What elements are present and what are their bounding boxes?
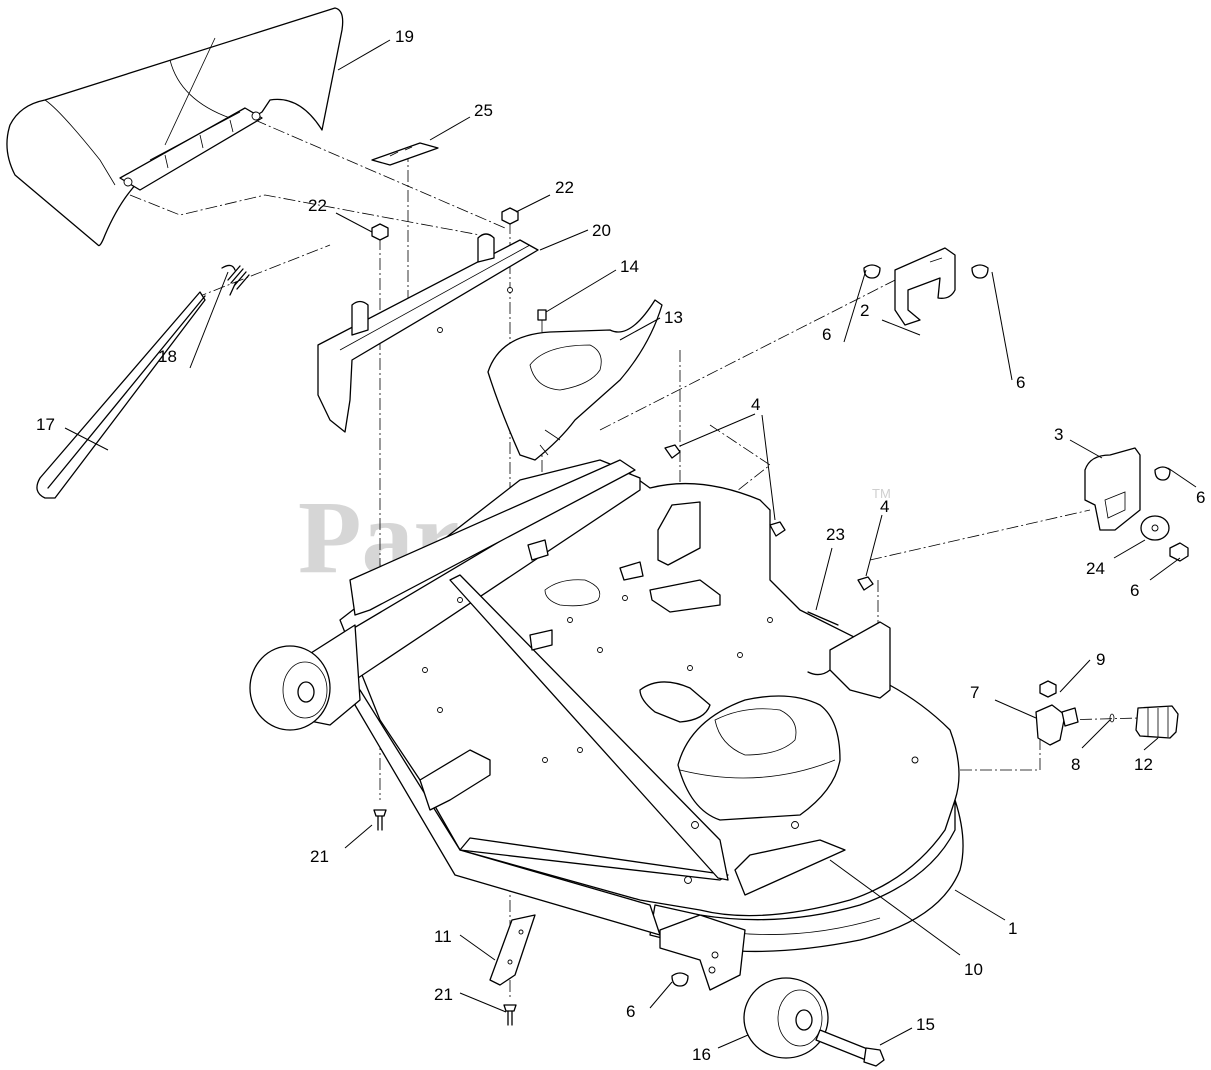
callout-2: 2 (860, 301, 869, 320)
callout-6: 6 (1130, 581, 1139, 600)
callout-6: 6 (1196, 488, 1205, 507)
decal-part (371, 142, 439, 166)
callout-11: 11 (434, 927, 452, 946)
callout-4: 4 (751, 395, 760, 414)
callout-9: 9 (1096, 650, 1105, 669)
callout-23: 23 (826, 525, 845, 544)
nut-part (371, 207, 519, 241)
mower-deck-part (299, 459, 964, 991)
callout-6: 6 (822, 325, 831, 344)
callout-7: 7 (970, 683, 979, 702)
leader-lines (64, 39, 1197, 1049)
callout-18: 18 (158, 347, 177, 366)
rod-part (36, 291, 206, 499)
nut-6-part (671, 972, 689, 987)
fitting-assembly-part (1035, 680, 1179, 746)
bracket-3-part (1084, 447, 1189, 562)
deflector-mount-bracket-part (317, 233, 539, 433)
pulley-cover-part (487, 299, 663, 461)
callout-10: 10 (964, 960, 983, 979)
callout-3: 3 (1054, 425, 1063, 444)
callout-12: 12 (1134, 755, 1153, 774)
small-bracket-part (489, 914, 536, 986)
callout-1: 1 (1008, 919, 1017, 938)
callout-8: 8 (1071, 755, 1080, 774)
pin-part (664, 444, 874, 591)
callout-22: 22 (308, 196, 327, 215)
washer-part (1140, 515, 1170, 541)
callout-20: 20 (592, 221, 611, 240)
spring-part (221, 264, 250, 296)
callout-19: 19 (395, 27, 414, 46)
callout-25: 25 (474, 101, 493, 120)
height-bracket-part (807, 611, 891, 699)
callout-16: 16 (692, 1045, 711, 1064)
callout-14: 14 (620, 257, 639, 276)
bolt-part (537, 309, 547, 321)
callout-21: 21 (434, 985, 453, 1004)
callout-15: 15 (916, 1015, 935, 1034)
bracket-2-part (863, 247, 989, 326)
callout-22: 22 (555, 178, 574, 197)
bolt-21-part (373, 809, 517, 1026)
grass-deflector-part (6, 7, 344, 247)
axle-bolt-part (815, 1029, 885, 1067)
callout-21: 21 (310, 847, 329, 866)
callout-13: 13 (664, 308, 683, 327)
callout-labels: 19 25 22 22 20 14 13 18 17 2 6 6 4 3 6 2… (36, 27, 1205, 1064)
caster-wheel-part (249, 645, 829, 1059)
callout-17: 17 (36, 415, 55, 434)
watermark-trademark: TM (872, 486, 891, 501)
callout-6: 6 (1016, 373, 1025, 392)
callout-6: 6 (626, 1002, 635, 1021)
callout-4: 4 (880, 497, 889, 516)
callout-24: 24 (1086, 559, 1105, 578)
